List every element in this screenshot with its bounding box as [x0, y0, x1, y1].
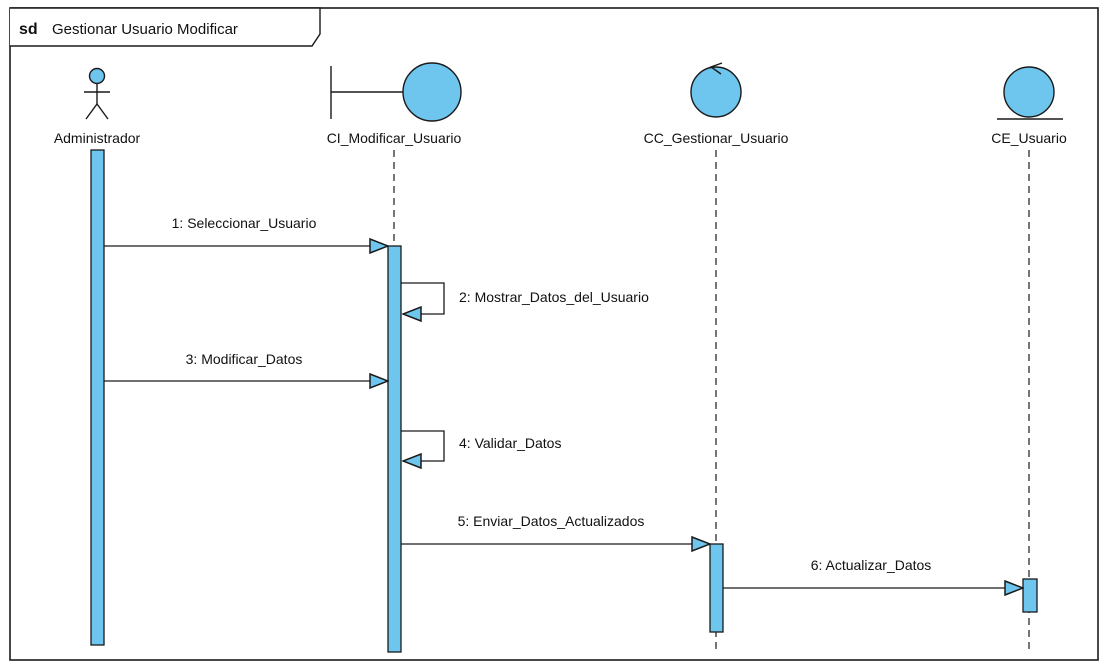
- boundary-icon: [330, 62, 462, 122]
- control-icon: [690, 62, 742, 118]
- message-label: 2: Mostrar_Datos_del_Usuario: [459, 289, 649, 305]
- message-1: 1: Seleccionar_Usuario: [104, 215, 388, 246]
- activation-bar-cc: [709, 543, 724, 633]
- activation-bar-ci: [387, 245, 402, 653]
- activation-bar-administrador: [90, 149, 105, 646]
- lifeline-administrador: Administrador: [54, 67, 141, 646]
- self-message-arrow: [401, 282, 445, 314]
- message-3: 3: Modificar_Datos: [104, 351, 388, 381]
- lifeline-label-administrador: Administrador: [54, 130, 141, 146]
- message-2: 2: Mostrar_Datos_del_Usuario: [401, 282, 649, 314]
- actor-icon: [84, 67, 110, 120]
- message-label: 6: Actualizar_Datos: [811, 557, 932, 573]
- message-label: 3: Modificar_Datos: [186, 351, 303, 367]
- lifeline-label-cc-gestionar-usuario: CC_Gestionar_Usuario: [644, 130, 789, 146]
- self-message-arrow: [401, 430, 445, 461]
- message-6: 6: Actualizar_Datos: [723, 557, 1023, 588]
- entity-icon: [997, 66, 1063, 120]
- frame-title: Gestionar Usuario Modificar: [52, 21, 238, 38]
- lifeline-ci-modificar-usuario: CI_Modificar_Usuario: [327, 62, 462, 653]
- lifeline-cc-gestionar-usuario: CC_Gestionar_Usuario: [644, 62, 789, 652]
- message-5: 5: Enviar_Datos_Actualizados: [401, 513, 710, 544]
- lifeline-ce-usuario: CE_Usuario: [991, 66, 1067, 652]
- message-4: 4: Validar_Datos: [401, 430, 561, 461]
- message-label: 4: Validar_Datos: [459, 435, 561, 451]
- frame-keyword: sd: [19, 21, 38, 38]
- message-label: 1: Seleccionar_Usuario: [172, 215, 317, 231]
- frame-tab: [10, 7, 321, 47]
- message-label: 5: Enviar_Datos_Actualizados: [458, 513, 645, 529]
- lifeline-label-ci-modificar-usuario: CI_Modificar_Usuario: [327, 130, 462, 146]
- lifeline-label-ce-usuario: CE_Usuario: [991, 130, 1067, 146]
- frame-border: [9, 7, 1099, 661]
- activation-bar-ce: [1022, 578, 1038, 613]
